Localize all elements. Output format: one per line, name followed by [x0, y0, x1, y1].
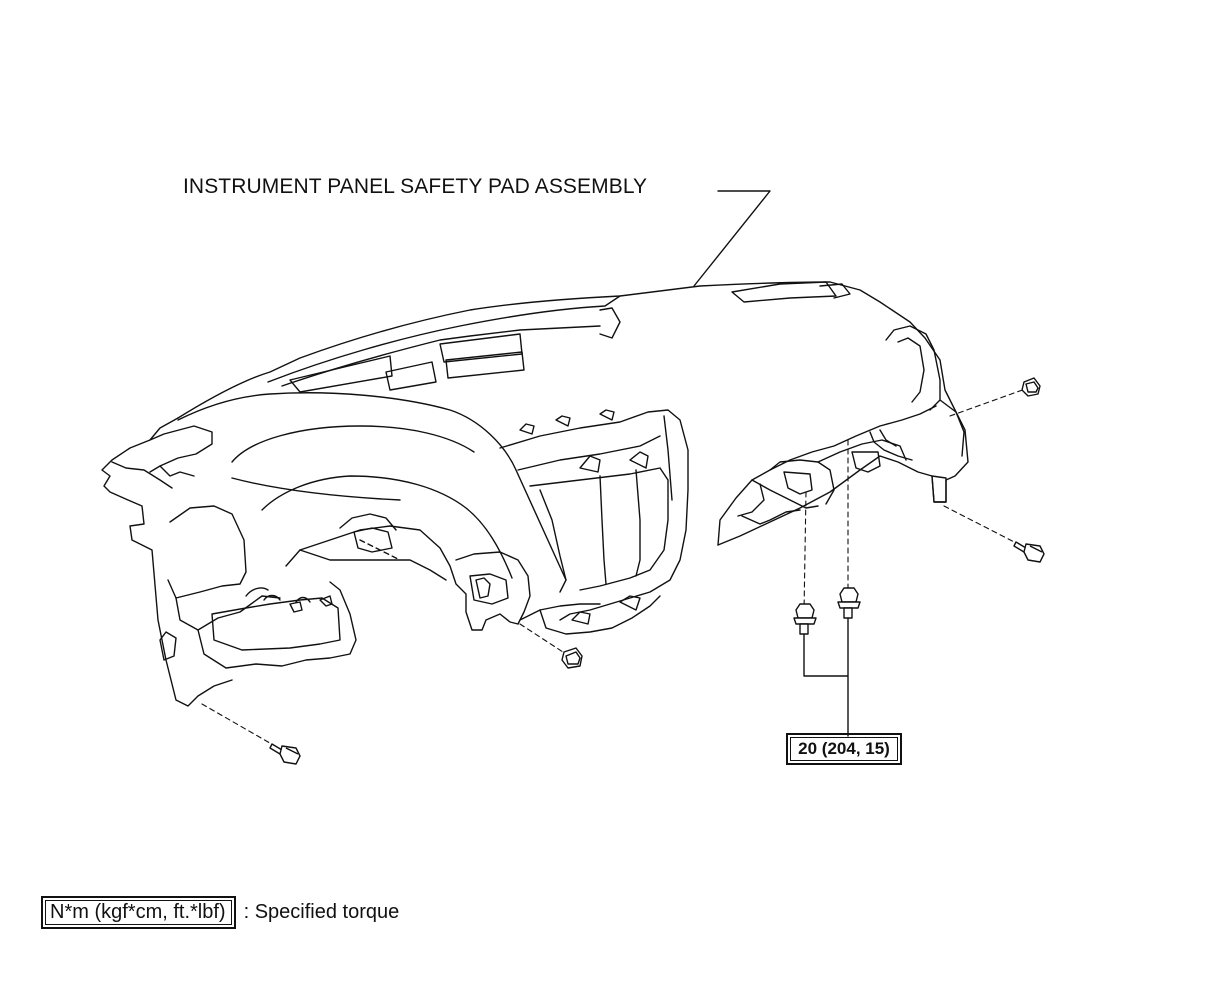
safety-pad-assembly	[101, 281, 969, 707]
nut-icon	[1021, 377, 1041, 397]
torque-legend: N*m (kgf*cm, ft.*lbf) : Specified torque	[41, 896, 399, 929]
torque-unit-box: N*m (kgf*cm, ft.*lbf)	[41, 896, 236, 929]
bolt-icon	[793, 603, 817, 635]
bolt-icon	[837, 587, 861, 619]
fastener-guide-lines	[201, 387, 1029, 751]
bolt-icon	[269, 743, 301, 765]
bolt-icon	[1013, 541, 1045, 563]
nut-icon	[561, 647, 583, 669]
torque-bracket-line	[803, 611, 849, 737]
part-name-label: INSTRUMENT PANEL SAFETY PAD ASSEMBLY	[183, 175, 648, 198]
part-leader-line	[693, 190, 771, 287]
torque-legend-description: : Specified torque	[243, 901, 400, 923]
torque-spec-label: 20 (204, 15)	[786, 733, 902, 765]
